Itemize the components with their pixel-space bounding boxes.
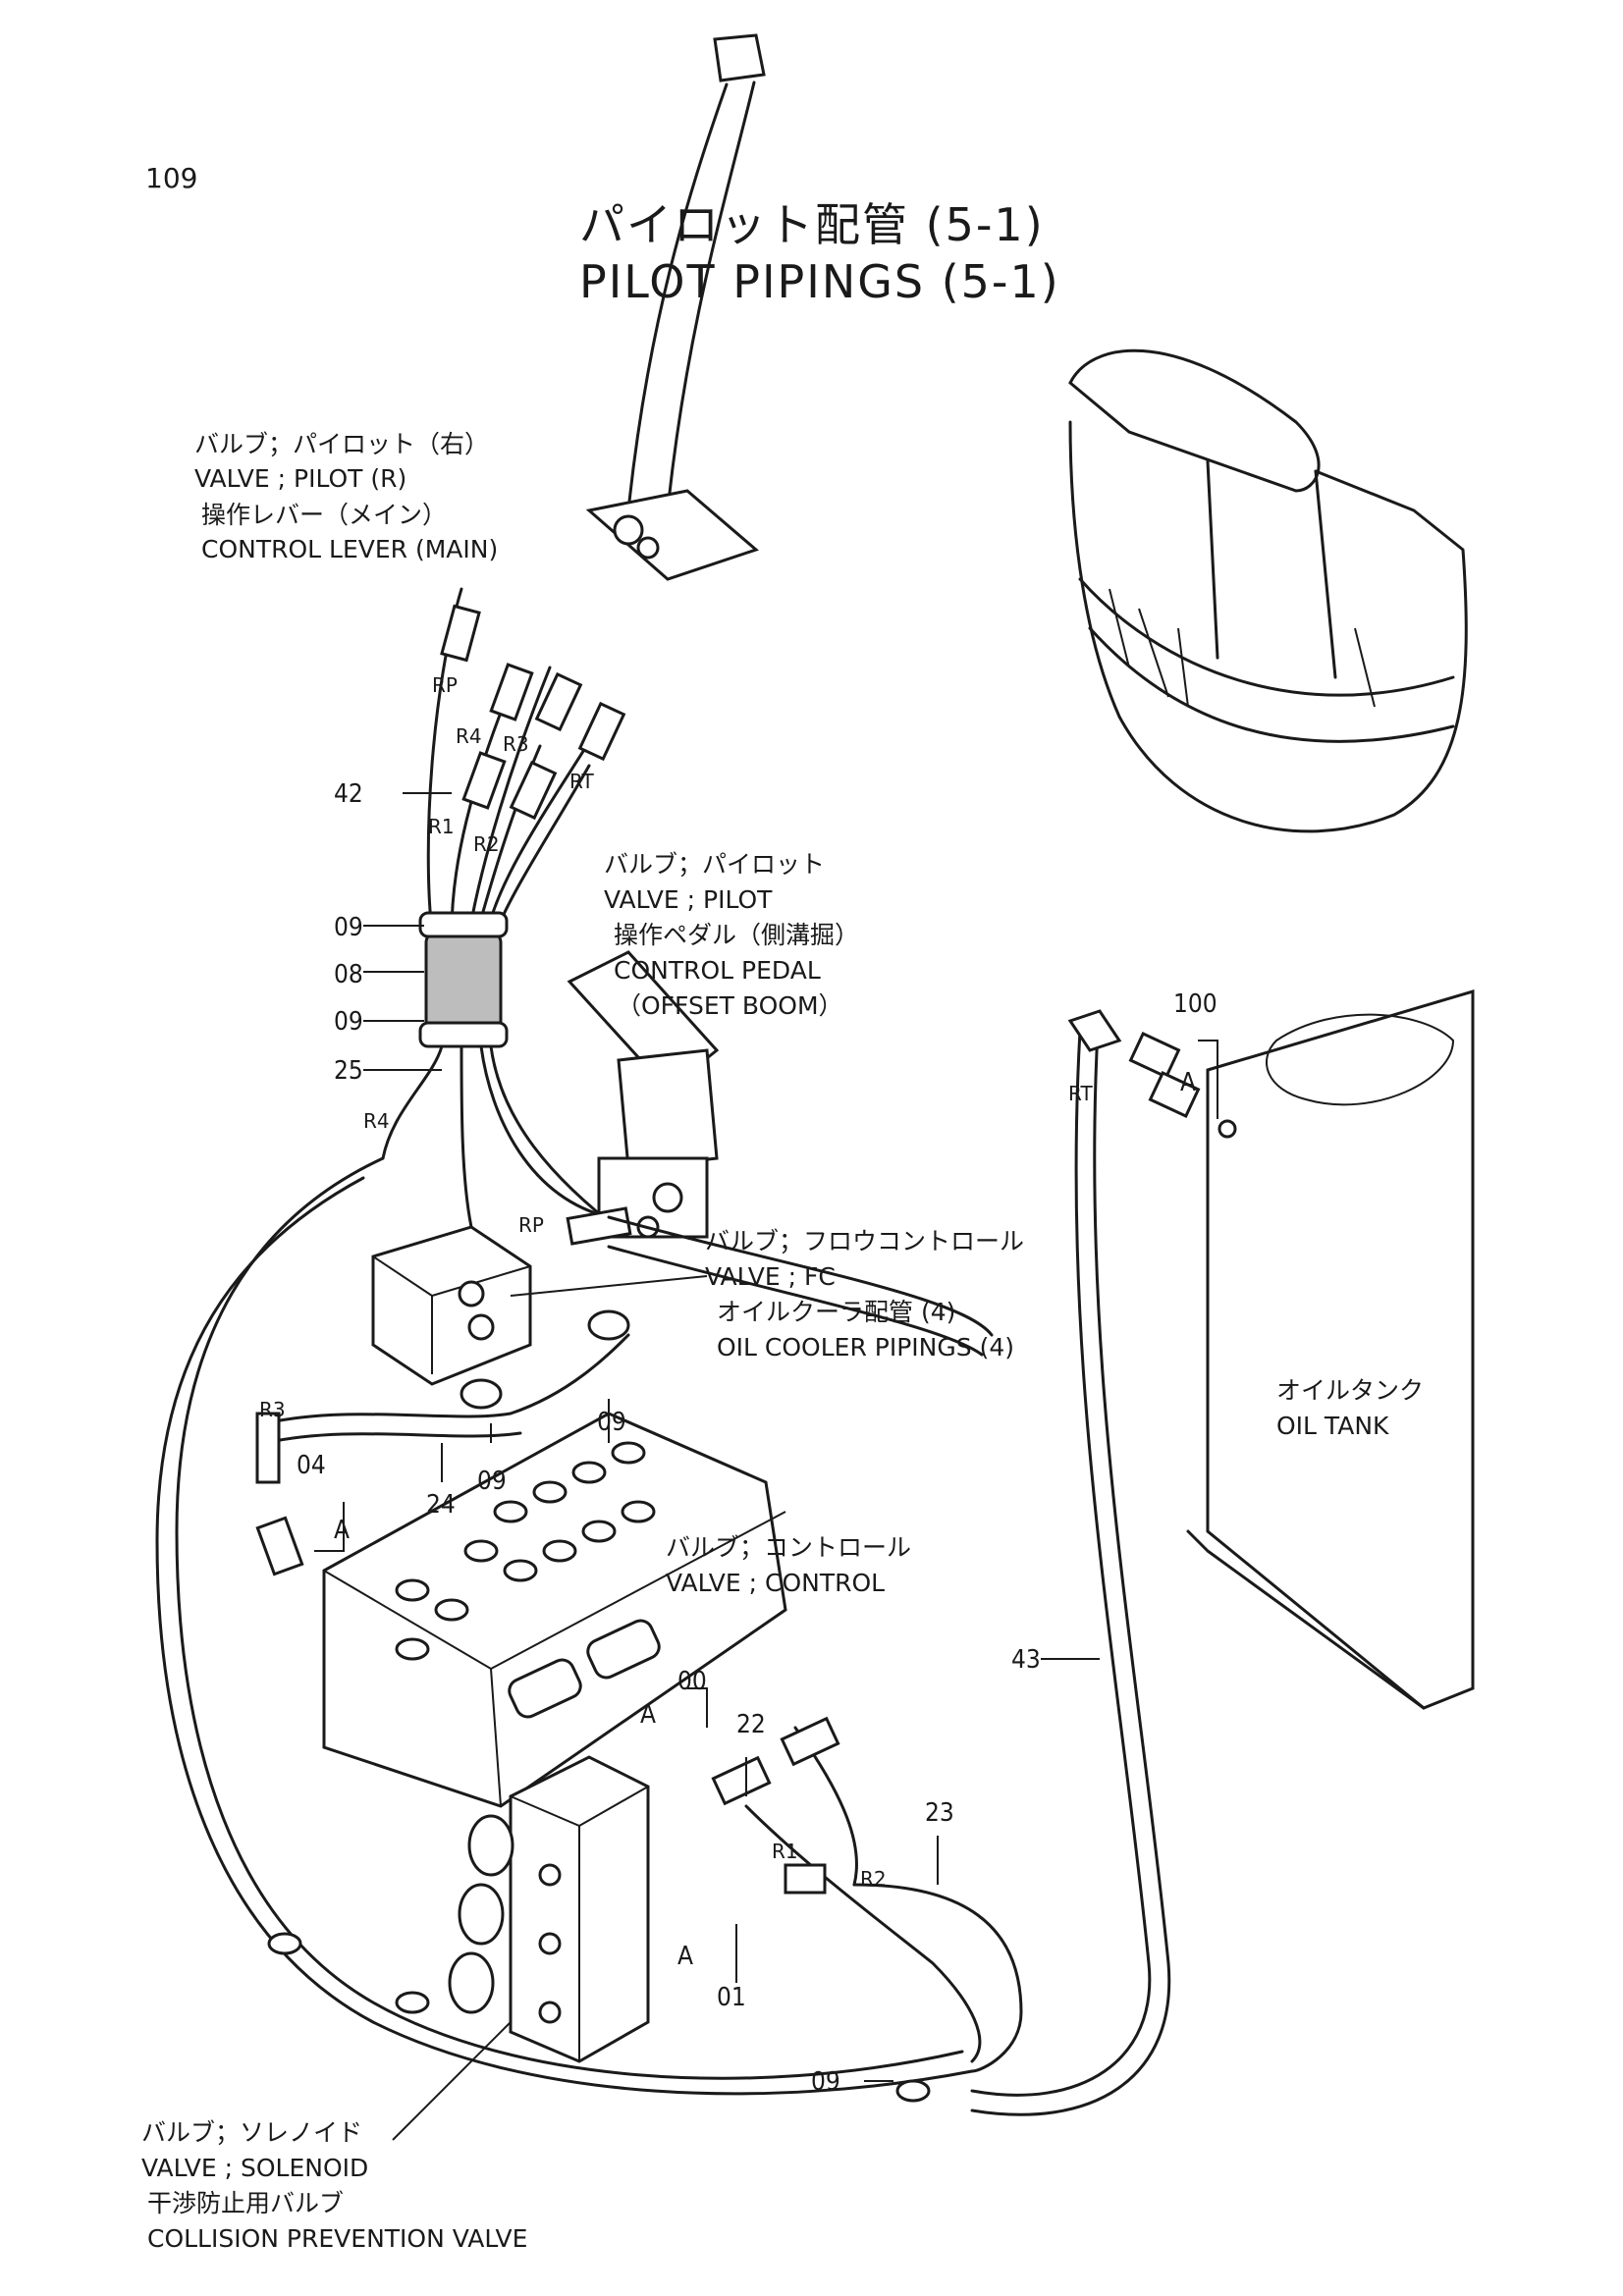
part-number-09: 09 (477, 1467, 507, 1496)
leader-lines (314, 792, 1218, 2141)
callout-control-pedal-jp: 操作ペダル（側溝掘） (614, 921, 860, 949)
port-tag-r3: R3 (503, 732, 529, 756)
page-title-jp: パイロット配管 (5-1) (579, 198, 1045, 251)
callout-control-pedal-en: CONTROL PEDAL (614, 956, 821, 985)
part-number-00: 00 (677, 1667, 707, 1696)
callout-collision-valve-jp: 干渉防止用バルブ (147, 2189, 345, 2217)
ref-mark-a: A (677, 1942, 693, 1971)
ref-mark-a: A (1180, 1068, 1196, 1097)
port-tag-r1: R1 (428, 815, 455, 838)
page-number: 109 (145, 162, 198, 194)
solenoid-valve-body (448, 1755, 650, 2063)
hose-24 (255, 1333, 630, 1576)
callout-valve-control-jp: バルブ；コントロール (666, 1533, 912, 1562)
callout-oil-cooler-jp: オイルクーラ配管 (4) (717, 1298, 956, 1326)
port-tag-r2-lower: R2 (860, 1867, 887, 1891)
port-tag-r2: R2 (473, 832, 500, 856)
pilot-hose-bundle (381, 587, 630, 1239)
callout-oil-cooler-en: OIL COOLER PIPINGS (4) (717, 1333, 1014, 1362)
callout-valve-fc-en: VALVE ; FC (705, 1262, 836, 1291)
callout-valve-pilot-en: VALVE ; PILOT (604, 885, 773, 914)
part-number-08: 08 (334, 960, 363, 989)
callout-valve-pilot-jp: バルブ；パイロット (604, 850, 826, 879)
part-number-09: 09 (597, 1408, 626, 1437)
control-lever-main (585, 33, 766, 581)
ref-mark-a: A (334, 1516, 350, 1545)
port-tag-rt: RT (569, 770, 594, 793)
callout-collision-valve-en: COLLISION PREVENTION VALVE (147, 2224, 528, 2253)
port-tag-r4: R4 (456, 724, 482, 748)
part-number-01: 01 (717, 1983, 746, 2012)
callout-valve-pilot-r-en: VALVE ; PILOT (R) (194, 464, 407, 493)
control-valve-body (322, 1412, 787, 1808)
part-number-09: 09 (334, 913, 363, 942)
part-number-09: 09 (811, 2067, 840, 2097)
part-number-42: 42 (334, 779, 363, 809)
hose-clamps (267, 1309, 931, 2103)
return-hoses (155, 1009, 1171, 2116)
part-number-09: 09 (334, 1007, 363, 1037)
ref-mark-a: A (640, 1700, 656, 1730)
part-number-04: 04 (297, 1451, 326, 1480)
cab-sketch (1068, 348, 1468, 833)
port-tag-r1-lower: R1 (772, 1840, 798, 1863)
callout-valve-control-en: VALVE ; CONTROL (666, 1569, 886, 1597)
part-number-43: 43 (1011, 1645, 1041, 1675)
part-number-24: 24 (426, 1490, 456, 1520)
port-tag-rp-lower: RP (518, 1213, 544, 1237)
callout-oil-tank-en: OIL TANK (1276, 1412, 1389, 1440)
part-number-22: 22 (736, 1710, 766, 1739)
callout-control-lever-en: CONTROL LEVER (MAIN) (201, 535, 499, 563)
callout-valve-solenoid-en: VALVE ; SOLENOID (141, 2154, 369, 2182)
oil-tank-shape (1186, 988, 1475, 1710)
part-number-23: 23 (925, 1798, 954, 1828)
port-tag-r4-lower: R4 (363, 1109, 390, 1133)
callout-control-lever-jp: 操作レバー（メイン） (201, 501, 448, 529)
fc-valve-block (371, 1225, 532, 1386)
port-tag-rp: RP (432, 673, 458, 697)
callout-oil-tank-jp: オイルタンク (1276, 1376, 1425, 1405)
control-pedal-offset-boom (566, 950, 720, 1246)
callout-valve-solenoid-jp: バルブ；ソレノイド (141, 2118, 363, 2147)
callout-offset-boom-en: （OFFSET BOOM） (617, 991, 843, 1020)
port-tag-rt-tank: RT (1068, 1082, 1093, 1105)
port-tag-r3-lower: R3 (259, 1398, 286, 1421)
callout-valve-pilot-r-jp: バルブ；パイロット（右） (194, 430, 490, 458)
fitting-100 (1128, 1031, 1237, 1139)
part-number-100: 100 (1173, 989, 1217, 1019)
hose-23 (711, 1716, 1023, 2073)
callout-valve-fc-jp: バルブ；フロウコントロール (705, 1227, 1025, 1255)
part-number-25: 25 (334, 1056, 363, 1086)
page-title-en: PILOT PIPINGS (5-1) (579, 255, 1060, 308)
